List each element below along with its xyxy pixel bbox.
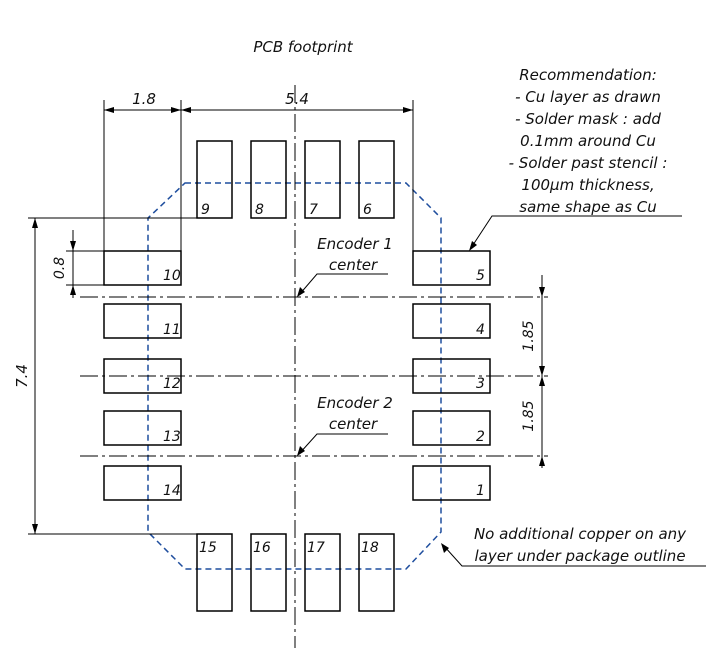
pad-3 (412, 358, 491, 394)
pad-number: 9 (201, 202, 210, 218)
top-dimensions: 1.8 5.4 (103, 90, 414, 251)
pad-8 (250, 140, 287, 219)
pad-17 (304, 533, 341, 612)
pad-number: 5 (476, 268, 485, 284)
pad-number: 16 (253, 540, 271, 556)
recommendation-note: Recommendation: - Cu layer as drawn - So… (469, 66, 682, 251)
encoder1-label-line2: center (329, 256, 378, 274)
encoder1-callout: Encoder 1 center (297, 235, 393, 297)
pad-height-dimension: 0.8 (52, 230, 104, 298)
pad-9 (196, 140, 233, 219)
pad-number: 18 (361, 540, 379, 556)
top-pad-numbers: 9 8 7 6 (201, 202, 372, 218)
pad-18 (358, 533, 395, 612)
bottom-pads (196, 533, 395, 612)
drawing-title: PCB footprint (253, 38, 353, 56)
right-pad-numbers: 5 4 3 2 1 (476, 268, 485, 499)
pad-12 (103, 358, 182, 394)
pad-number: 15 (199, 540, 217, 556)
dimension-pitch-lower: 1.85 (521, 400, 537, 431)
left-pad-numbers: 10 11 12 13 14 (163, 268, 181, 499)
encoder2-callout: Encoder 2 center (297, 394, 393, 456)
copper-note-line: No additional copper on any (474, 525, 687, 543)
top-pads (196, 140, 395, 219)
pad-2 (412, 410, 491, 446)
pad-number: 1 (476, 483, 485, 499)
encoder1-label-line1: Encoder 1 (317, 235, 393, 253)
pad-5 (412, 250, 491, 286)
pad-number: 4 (476, 322, 485, 338)
pad-11 (103, 303, 182, 339)
span-height-dimension: 7.4 (13, 217, 197, 535)
pad-1 (412, 465, 491, 501)
pad-number: 6 (363, 202, 372, 218)
dimension-pad-height: 0.8 (52, 257, 68, 279)
pad-number: 14 (163, 483, 181, 499)
pitch-dimensions: 1.85 1.85 (521, 275, 545, 468)
pad-number: 7 (309, 202, 318, 218)
recommendation-line: Recommendation: (519, 66, 657, 84)
dimension-pad-width: 1.8 (132, 90, 156, 108)
pad-15 (196, 533, 233, 612)
pad-14 (103, 465, 182, 501)
pad-number: 8 (255, 202, 264, 218)
encoder2-label-line2: center (329, 415, 378, 433)
pad-13 (103, 410, 182, 446)
package-outline (147, 182, 442, 570)
copper-note: No additional copper on any layer under … (441, 525, 706, 567)
bottom-pad-numbers: 15 16 17 18 (199, 540, 379, 556)
encoder2-label-line1: Encoder 2 (317, 394, 393, 412)
pad-number: 2 (476, 429, 485, 445)
pad-number: 3 (476, 376, 485, 392)
recommendation-line: 100µm thickness, (521, 176, 654, 194)
dimension-span-height: 7.4 (13, 364, 31, 388)
recommendation-line: 0.1mm around Cu (520, 132, 656, 150)
pad-number: 12 (163, 376, 181, 392)
pad-7 (304, 140, 341, 219)
pad-number: 17 (307, 540, 325, 556)
pad-16 (250, 533, 287, 612)
pad-6 (358, 140, 395, 219)
dimension-span-width: 5.4 (285, 90, 309, 108)
pad-4 (412, 303, 491, 339)
right-pads (412, 250, 491, 501)
left-pads (103, 250, 182, 501)
recommendation-line: same shape as Cu (519, 198, 656, 216)
pad-10 (103, 250, 182, 286)
recommendation-line: - Solder mask : add (515, 110, 661, 128)
recommendation-line: - Cu layer as drawn (515, 88, 661, 106)
dimension-pitch-upper: 1.85 (521, 320, 537, 351)
pad-number: 11 (163, 322, 181, 338)
recommendation-line: - Solder past stencil : (509, 154, 668, 172)
pad-number: 13 (163, 429, 181, 445)
pad-number: 10 (163, 268, 181, 284)
copper-note-line: layer under package outline (474, 547, 685, 565)
